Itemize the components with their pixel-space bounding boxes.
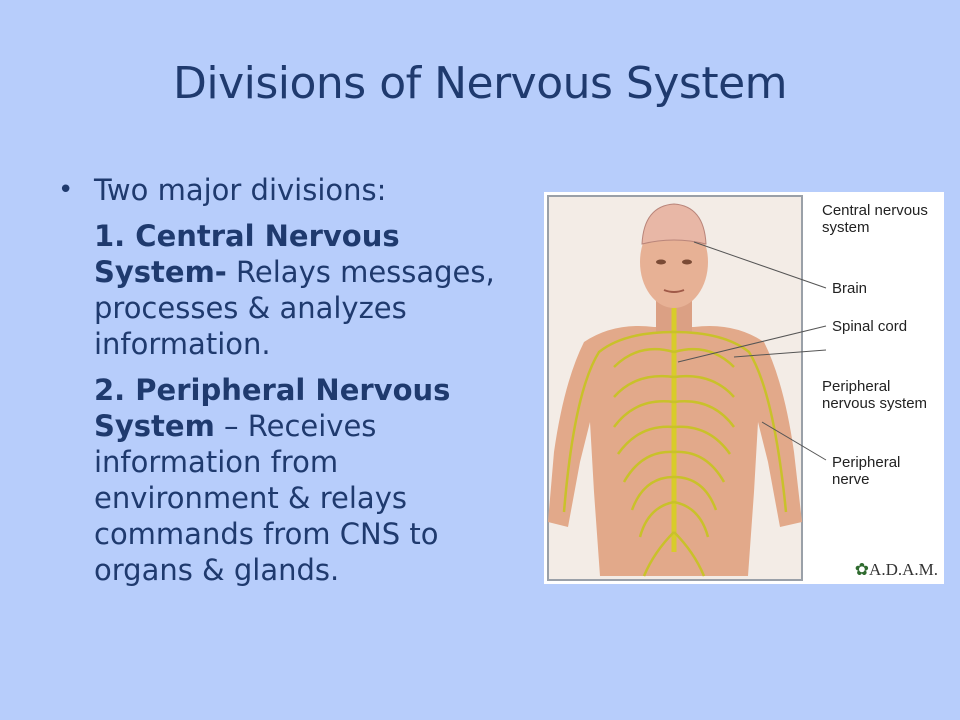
division-central-text: Relays messages, processes & analyzes in… [94,255,495,361]
left-eye-shape [656,259,666,265]
division-central-heading: 1. Central Nervous System- [94,219,400,289]
division-central: 1. Central Nervous System- Relays messag… [94,218,518,362]
label-peripheral-nerve: Peripheral nerve [832,454,901,488]
right-eye-shape [682,259,692,265]
division-peripheral-text: – Receives information from environment … [94,409,439,587]
bullet-dot-icon: • [58,175,74,205]
label-central-nervous-system: Central nervous system [822,202,928,236]
bullet-text: Two major divisions: [94,173,387,207]
peripheral-nerves-group [562,330,788,577]
mouth-shape [663,289,685,293]
slide-body: • Two major divisions: 1. Central Nervou… [58,172,518,588]
label-spinal-cord: Spinal cord [832,318,908,335]
brain-shape [641,203,707,245]
nervous-system-illustration: Central nervous system Brain Spinal cord… [544,192,944,584]
division-peripheral-heading: 2. Peripheral Nervous System [94,373,451,443]
slide-title: Divisions of Nervous System [172,58,788,109]
label-brain: Brain [832,280,868,297]
adam-credit: ✿A.D.A.M. [855,560,938,580]
leaf-icon: ✿ [854,560,870,579]
leader-lines-group [677,241,827,461]
body-diagram [547,195,827,581]
adam-credit-text: A.D.A.M. [869,560,938,579]
label-peripheral-nervous-system: Peripheral nervous system [822,378,928,412]
division-peripheral: 2. Peripheral Nervous System – Receives … [94,372,518,588]
bullet-item: • Two major divisions: [58,172,518,208]
